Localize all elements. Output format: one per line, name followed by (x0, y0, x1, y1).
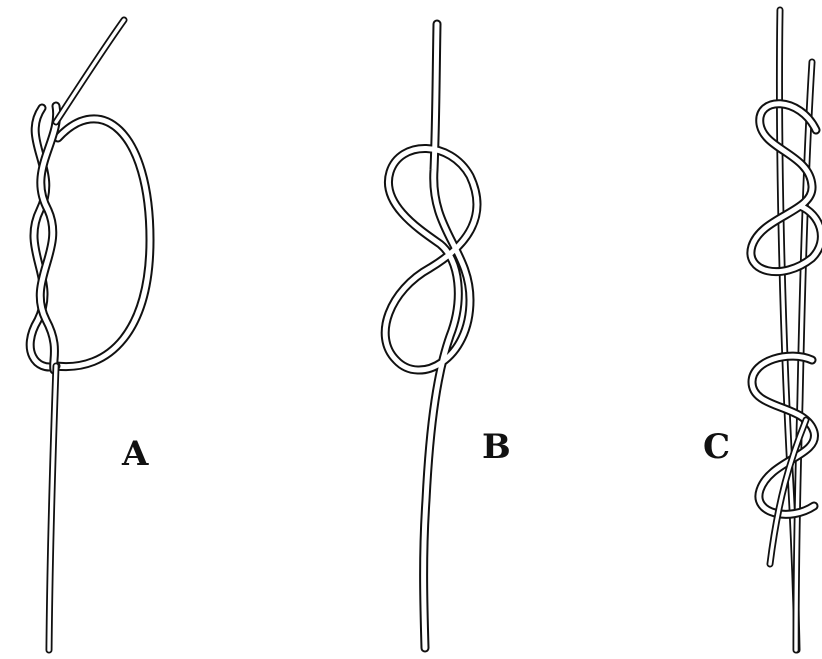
knot-a (30, 20, 150, 650)
label-b: B (482, 430, 511, 464)
knot-b (385, 24, 477, 648)
label-a: A (122, 437, 148, 471)
knot-c (751, 10, 821, 650)
label-c: C (703, 430, 730, 464)
